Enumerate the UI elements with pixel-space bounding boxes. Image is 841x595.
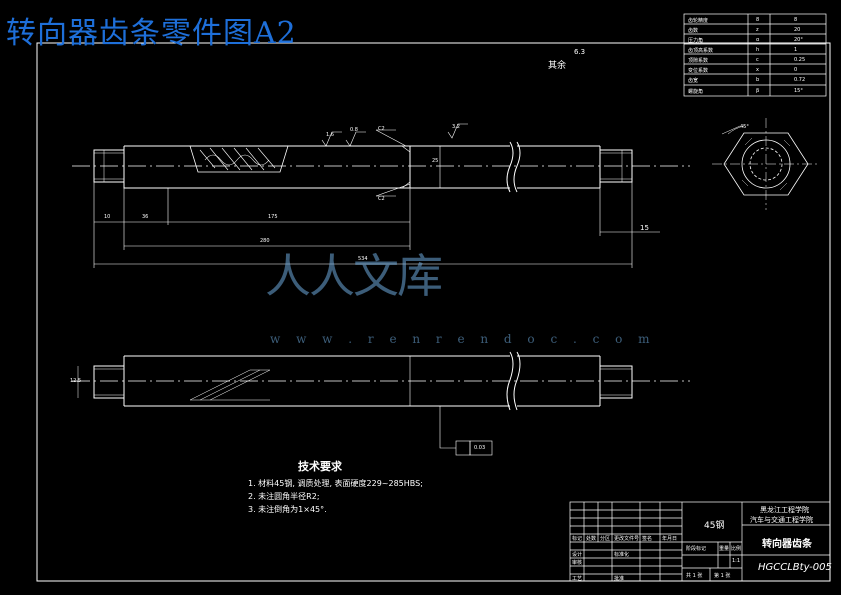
param-val: 20°: [794, 37, 803, 43]
param-sym: z: [756, 27, 759, 33]
dim-280: 280: [260, 238, 270, 244]
param-name: 顶隙系数: [688, 58, 709, 64]
part-name: 转向器齿条: [762, 539, 812, 550]
sheet-total: 共 1 张: [686, 573, 703, 579]
tb-label: 阶段标记: [686, 546, 707, 552]
document-title: 转向器齿条零件图A2: [6, 16, 297, 51]
tb-label: 重量: [719, 546, 730, 552]
tb-label: 年月日: [662, 536, 678, 542]
param-val: 0.72: [794, 77, 806, 83]
drawing-border: [36, 42, 831, 582]
watermark-logo: 人人文库: [265, 249, 443, 303]
param-name: 螺旋角: [688, 89, 704, 95]
param-sym: b: [756, 77, 760, 83]
roughness-left: 1.6: [326, 132, 334, 138]
drawing-code: HGCCLBty-005: [758, 562, 832, 573]
param-sym: x: [756, 67, 759, 73]
school-name: 黑龙江工程学院: [760, 506, 809, 514]
tb-label: 签名: [642, 536, 653, 542]
param-val: 8: [794, 17, 798, 23]
param-sym: 8: [756, 17, 760, 23]
param-name: 齿轮精度: [688, 18, 709, 24]
param-name: 变位系数: [688, 68, 709, 74]
param-name: 齿数: [688, 28, 699, 34]
chamfer-top-label: C2: [378, 126, 385, 132]
param-name: 齿宽: [688, 78, 699, 84]
param-val: 1: [794, 47, 798, 53]
tech-requirements-title: 技术要求: [298, 460, 342, 473]
tb-label: 标准化: [614, 552, 630, 558]
main-view: [72, 141, 690, 193]
watermark-url: w w w . r e n r e n d o c . c o m: [270, 332, 656, 346]
section-view: [712, 118, 820, 210]
dim-175: 175: [268, 214, 278, 220]
dim-10: 10: [104, 214, 111, 220]
roughness-right: 3.2: [452, 124, 460, 130]
param-sym: c: [756, 57, 759, 63]
param-sym: β: [756, 88, 760, 94]
tb-label: 审核: [572, 560, 583, 566]
roughness-mid: 0.8: [350, 127, 358, 133]
scale-value: 1:1: [732, 558, 741, 564]
surface-finish-label: 其余: [548, 61, 567, 71]
tb-label: 更改文件号: [614, 536, 640, 542]
param-val: 0: [794, 67, 798, 73]
tb-label: 批准: [614, 576, 625, 582]
diameter-25: 25: [432, 158, 439, 164]
tb-label: 工艺: [572, 576, 583, 582]
tb-label: 比例: [731, 546, 742, 552]
tb-label: 标记: [572, 536, 583, 542]
param-val: 15°: [794, 88, 803, 94]
tolerance-value: 0.03: [474, 445, 486, 451]
chamfer-bottom-label: C2: [378, 196, 385, 202]
tb-label: 分区: [600, 536, 611, 542]
surface-finish-value: 6.3: [574, 48, 586, 56]
param-name: 压力角: [688, 38, 704, 44]
param-name: 齿顶高系数: [688, 48, 714, 54]
dim-534: 534: [358, 256, 368, 262]
bottom-view: [72, 351, 690, 456]
sheet-number: 第 1 张: [714, 573, 731, 579]
param-sym: α: [756, 37, 760, 43]
tech-requirement-item: 3. 未注倒角为1×45°.: [248, 505, 327, 514]
section-dim: 12.5: [70, 378, 82, 384]
tech-requirement-item: 1. 材料45钢, 调质处理, 表面硬度229~285HBS;: [248, 479, 423, 488]
material-label: 45钢: [704, 521, 725, 531]
department-name: 汽车与交通工程学院: [750, 516, 813, 524]
params-table: [683, 13, 827, 97]
param-val: 0.25: [794, 57, 806, 63]
section-angle: 45°: [740, 124, 749, 130]
tb-label: 处数: [586, 536, 597, 542]
tech-requirement-item: 2. 未注圆角半径R2;: [248, 492, 320, 501]
title-block: [569, 501, 831, 582]
dim-15: 15: [640, 224, 649, 232]
param-val: 20: [794, 27, 801, 33]
param-sym: h: [756, 47, 760, 53]
tb-label: 设计: [572, 552, 583, 558]
dim-36: 36: [142, 214, 149, 220]
main-dimensions: [93, 123, 660, 268]
